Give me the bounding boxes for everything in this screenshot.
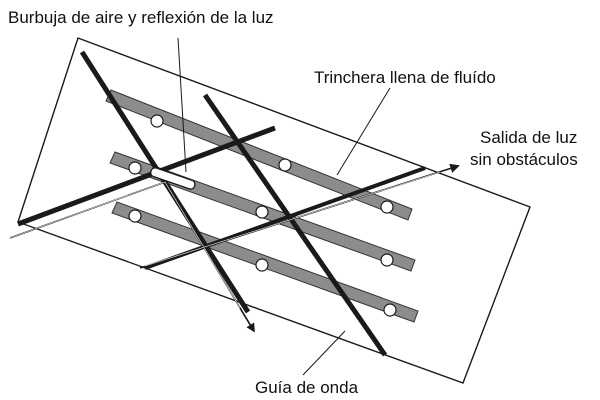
bubble-group: [128, 114, 397, 317]
trench: [105, 89, 413, 221]
air-bubble: [278, 158, 292, 172]
air-bubble: [255, 205, 269, 219]
air-bubble: [128, 209, 142, 223]
air-bubble: [255, 258, 269, 272]
leader-lines: [177, 37, 391, 376]
output-light-label-line1: Salida de luz: [480, 128, 578, 147]
air-bubble: [128, 161, 142, 175]
reflected-light-beam-inner: [9, 181, 253, 329]
trench-label: Trinchera llena de fluído: [314, 68, 496, 87]
output-light-label-line2: sin obstáculos: [470, 150, 578, 169]
reflected-light-beam: [9, 181, 253, 329]
output-light-beam-inner: [144, 171, 441, 267]
waveguide-label: Guía de onda: [255, 378, 359, 397]
leader-line-trench: [336, 87, 391, 176]
leader-line-waveguide: [302, 330, 346, 376]
substrate-plate: [17, 37, 531, 384]
reflected-light-arrow: [239, 307, 255, 333]
air-bubble: [383, 303, 397, 317]
air-bubble: [150, 114, 164, 128]
air-bubble-reflector: [150, 167, 196, 190]
air-bubble: [380, 200, 394, 214]
air-bubble: [380, 253, 394, 267]
waveguide: [202, 93, 388, 357]
waveguide: [17, 125, 276, 227]
leader-line-bubble: [177, 37, 187, 173]
bubble-reflection-label: Burbuja de aire y reflexión de la luz: [8, 8, 274, 27]
